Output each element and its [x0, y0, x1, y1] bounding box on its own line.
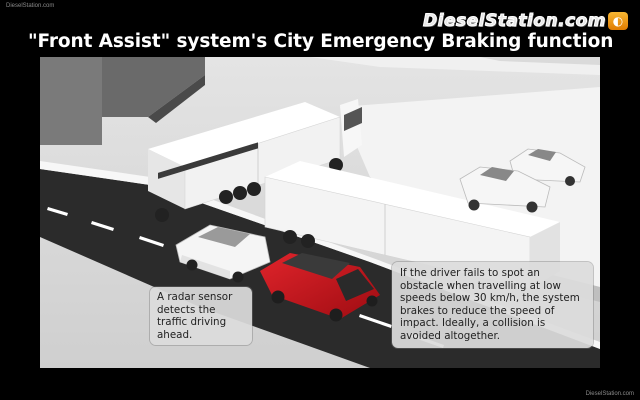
scene-illustration — [40, 57, 600, 368]
white-car — [175, 224, 271, 283]
dieselstation-logo: DieselStation.com ◐ — [423, 9, 628, 33]
building-corner — [40, 57, 102, 145]
red-car — [260, 253, 380, 322]
watermark-top-left: DieselStation.com — [6, 3, 55, 9]
emergency-braking-callout: If the driver fails to spot an obstacle … — [392, 262, 593, 348]
radar-sensor-callout: A radar sensor detects the traffic drivi… — [150, 287, 252, 346]
logo-text: DieselStation.com — [423, 11, 606, 32]
illustration-scene — [40, 57, 600, 368]
truck-rear — [148, 99, 362, 222]
page-title: "Front Assist" system's City Emergency B… — [28, 31, 614, 52]
parked-car-2 — [459, 166, 551, 213]
logo-badge-icon: ◐ — [608, 12, 628, 30]
watermark-bottom-right: DieselStation.com — [585, 391, 634, 397]
truck-front — [264, 161, 560, 290]
